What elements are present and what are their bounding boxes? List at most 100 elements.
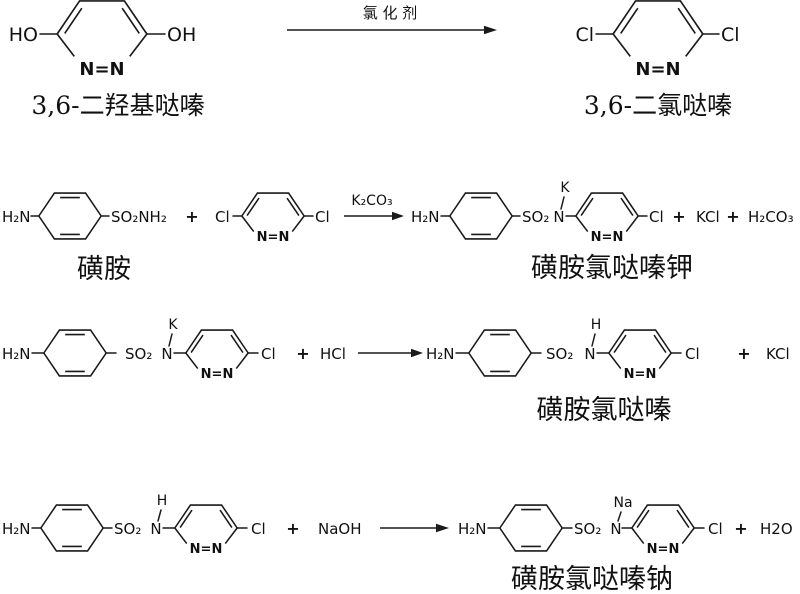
atom-n: N xyxy=(161,345,172,363)
atom-oh: OH xyxy=(167,24,196,46)
bond-n-k xyxy=(560,196,565,210)
bond-n-h xyxy=(591,333,596,347)
atom-n-double-n: N=N xyxy=(624,367,657,382)
structure-sulfachloropyridazine: H₂N SO₂ N H N=N Cl xyxy=(2,493,266,557)
atom-cl: Cl xyxy=(315,208,330,226)
reagent-hcl: HCl xyxy=(320,345,346,363)
atom-k: K xyxy=(560,180,570,196)
label-sulfachloropyridazine-potassium: 磺胺氯哒嗪钾 xyxy=(531,253,693,284)
label-sulfanilamide: 磺胺 xyxy=(77,254,131,285)
atom-n-double-n: N=N xyxy=(635,59,680,80)
reaction-row-chlorination: HO N=N OH 3,6-二羟基哒嗪 氯 化 剂 Cl N=N Cl 3,6-… xyxy=(9,0,740,120)
atom-n-double-n: N=N xyxy=(591,230,624,245)
atom-h2n: H₂N xyxy=(458,520,487,538)
plus-sign: + xyxy=(296,344,309,363)
reagent-k2co3: K₂CO₃ xyxy=(351,193,392,209)
atom-n: N xyxy=(150,520,161,538)
atom-h2n: H₂N xyxy=(2,345,31,363)
plus-sign: + xyxy=(737,344,750,363)
atom-h: H xyxy=(157,493,168,509)
atom-so2: SO₂ xyxy=(546,345,573,363)
pyridazine-ring xyxy=(185,329,249,369)
atom-n-double-n: N=N xyxy=(647,542,680,557)
atom-cl: Cl xyxy=(649,208,664,226)
reaction-row-condensation: H₂N SO₂NH₂ 磺胺 + Cl N=N Cl K₂CO₃ H₂N SO₂ xyxy=(2,180,794,285)
structure-sulfachloropyridazine-sodium: H₂N SO₂ N Na N=N Cl 磺胺氯哒嗪钠 xyxy=(458,495,723,594)
reaction-row-neutralization: H₂N SO₂ N H N=N Cl + NaOH H₂N SO₂ N xyxy=(2,493,793,594)
pyridazine-ring xyxy=(56,0,148,58)
atom-h2n: H₂N xyxy=(426,345,455,363)
atom-k: K xyxy=(168,317,178,333)
atom-n-double-n: N=N xyxy=(190,542,223,557)
reaction-arrow-naoh xyxy=(380,523,449,533)
structure-sulfachloropyridazine-potassium: H₂N SO₂ N K N=N Cl xyxy=(2,317,276,382)
structure-dichloropyridazine: Cl N=N Cl 3,6-二氯哒嗪 xyxy=(575,0,740,120)
atom-so2: SO₂ xyxy=(522,208,549,226)
arrowhead-icon xyxy=(411,348,423,358)
plus-sign: + xyxy=(672,207,685,226)
atom-cl: Cl xyxy=(685,345,700,363)
reaction-arrow-chlorination: 氯 化 剂 xyxy=(287,4,497,35)
pyridazine-ring xyxy=(575,192,639,232)
atom-n: N xyxy=(553,208,564,226)
pyridazine-ring xyxy=(631,504,695,544)
atom-cl: Cl xyxy=(251,520,266,538)
label-dichloropyridazine: 3,6-二氯哒嗪 xyxy=(584,91,732,120)
bond-n-k xyxy=(168,333,173,347)
atom-n: N xyxy=(610,520,621,538)
reaction-arrow-hcl xyxy=(358,348,423,358)
arrowhead-icon xyxy=(436,523,449,533)
atom-so2nh2: SO₂NH₂ xyxy=(111,208,167,226)
arrowhead-icon xyxy=(484,25,497,35)
byproduct-h2o: H2O xyxy=(760,520,793,538)
label-dihydroxypyridazine: 3,6-二羟基哒嗪 xyxy=(31,91,204,120)
plus-sign: + xyxy=(286,519,299,538)
reagent-naoh: NaOH xyxy=(318,520,362,538)
atom-cl: Cl xyxy=(215,208,230,226)
structure-sulfachloropyridazine: H₂N SO₂ N H N=N Cl 磺胺氯哒嗪 xyxy=(426,317,700,426)
arrowhead-icon xyxy=(392,211,404,221)
byproduct-kcl: KCl xyxy=(696,208,720,226)
pyridazine-ring xyxy=(612,0,704,58)
atom-so2: SO₂ xyxy=(125,345,152,363)
structure-dichloropyridazine: Cl N=N Cl xyxy=(215,192,330,245)
reaction-row-acidification: H₂N SO₂ N K N=N Cl + HCl H₂N SO₂ N xyxy=(2,317,790,426)
atom-n-double-n: N=N xyxy=(79,59,124,80)
byproduct-h2co3: H₂CO₃ xyxy=(748,208,794,226)
structure-sulfanilamide: H₂N SO₂NH₂ 磺胺 xyxy=(2,192,167,285)
atom-cl: Cl xyxy=(708,520,723,538)
atom-n: N xyxy=(584,345,595,363)
pyridazine-ring xyxy=(174,504,238,544)
atom-cl: Cl xyxy=(261,345,276,363)
structure-sulfachloropyridazine-potassium: H₂N SO₂ N K N=N Cl 磺胺氯哒嗪钾 xyxy=(411,180,693,284)
atom-h2n: H₂N xyxy=(2,520,31,538)
benzene-ring xyxy=(40,504,104,552)
atom-h2n: H₂N xyxy=(2,208,31,226)
plus-sign: + xyxy=(726,207,739,226)
atom-so2: SO₂ xyxy=(114,520,141,538)
atom-n-double-n: N=N xyxy=(201,367,234,382)
atom-so2: SO₂ xyxy=(574,520,601,538)
atom-n-double-n: N=N xyxy=(257,230,290,245)
benzene-ring xyxy=(43,329,107,377)
pyridazine-ring xyxy=(241,192,305,232)
benzene-ring xyxy=(499,504,563,552)
benzene-ring xyxy=(449,192,513,240)
benzene-ring xyxy=(468,329,532,377)
atom-h: H xyxy=(591,317,602,333)
atom-h2n: H₂N xyxy=(411,208,440,226)
reagent-chlorinating-agent: 氯 化 剂 xyxy=(363,4,418,22)
atom-ho: HO xyxy=(9,24,38,46)
atom-cl: Cl xyxy=(575,24,594,46)
bond-n-h xyxy=(157,509,162,522)
plus-sign: + xyxy=(185,207,198,226)
bond-n-na xyxy=(617,511,622,522)
byproduct-kcl: KCl xyxy=(766,345,790,363)
pyridazine-ring xyxy=(608,329,672,369)
benzene-ring xyxy=(38,192,102,240)
atom-na: Na xyxy=(613,495,632,511)
label-sulfachloropyridazine-sodium: 磺胺氯哒嗪钠 xyxy=(511,564,673,594)
atom-cl: Cl xyxy=(721,24,740,46)
plus-sign: + xyxy=(734,519,747,538)
